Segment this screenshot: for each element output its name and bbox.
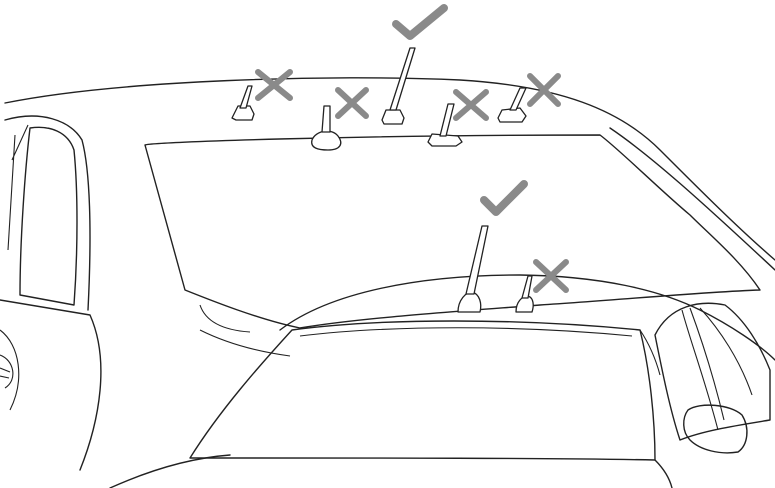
- rear-car-side-curve: [0, 330, 19, 410]
- front-car-lower-body: [110, 455, 672, 488]
- x-mark-icon: [258, 72, 290, 98]
- rear-car-roof: [5, 78, 775, 260]
- rear-car-antenna-4: [428, 104, 462, 146]
- front-car-mirror: [684, 405, 747, 453]
- rear-car-side-window: [20, 127, 77, 305]
- x-mark-icon: [456, 92, 486, 118]
- front-car-side-window-divider-2: [700, 308, 752, 395]
- rear-car-antenna-1: [232, 86, 254, 120]
- rear-car-roof-edge: [610, 128, 775, 270]
- front-car-side-window-divider: [682, 308, 724, 430]
- check-mark-icon: [484, 184, 524, 212]
- rear-car-fuel-cap: [0, 355, 13, 388]
- front-car: [110, 275, 775, 488]
- front-car-window-inner: [300, 328, 632, 336]
- x-mark-icon: [338, 90, 366, 116]
- rear-car-antenna-2: [312, 106, 341, 150]
- rear-car-trunk-line: [200, 305, 250, 332]
- front-car-antenna-1: [458, 226, 488, 312]
- rear-car-antenna-3: [382, 48, 415, 124]
- rear-car-window: [145, 135, 760, 328]
- rear-car-antenna-5: [498, 88, 526, 122]
- rear-car-side-body: [0, 300, 101, 470]
- front-car-pillar-left: [640, 330, 660, 375]
- rear-car-trunk-line-2: [200, 330, 290, 356]
- check-mark-icon: [396, 8, 444, 36]
- front-car-side-window: [655, 303, 770, 440]
- front-car-window: [190, 321, 655, 460]
- rear-car: [0, 78, 775, 470]
- x-mark-icon: [530, 76, 558, 104]
- front-car-antenna-2: [516, 276, 533, 312]
